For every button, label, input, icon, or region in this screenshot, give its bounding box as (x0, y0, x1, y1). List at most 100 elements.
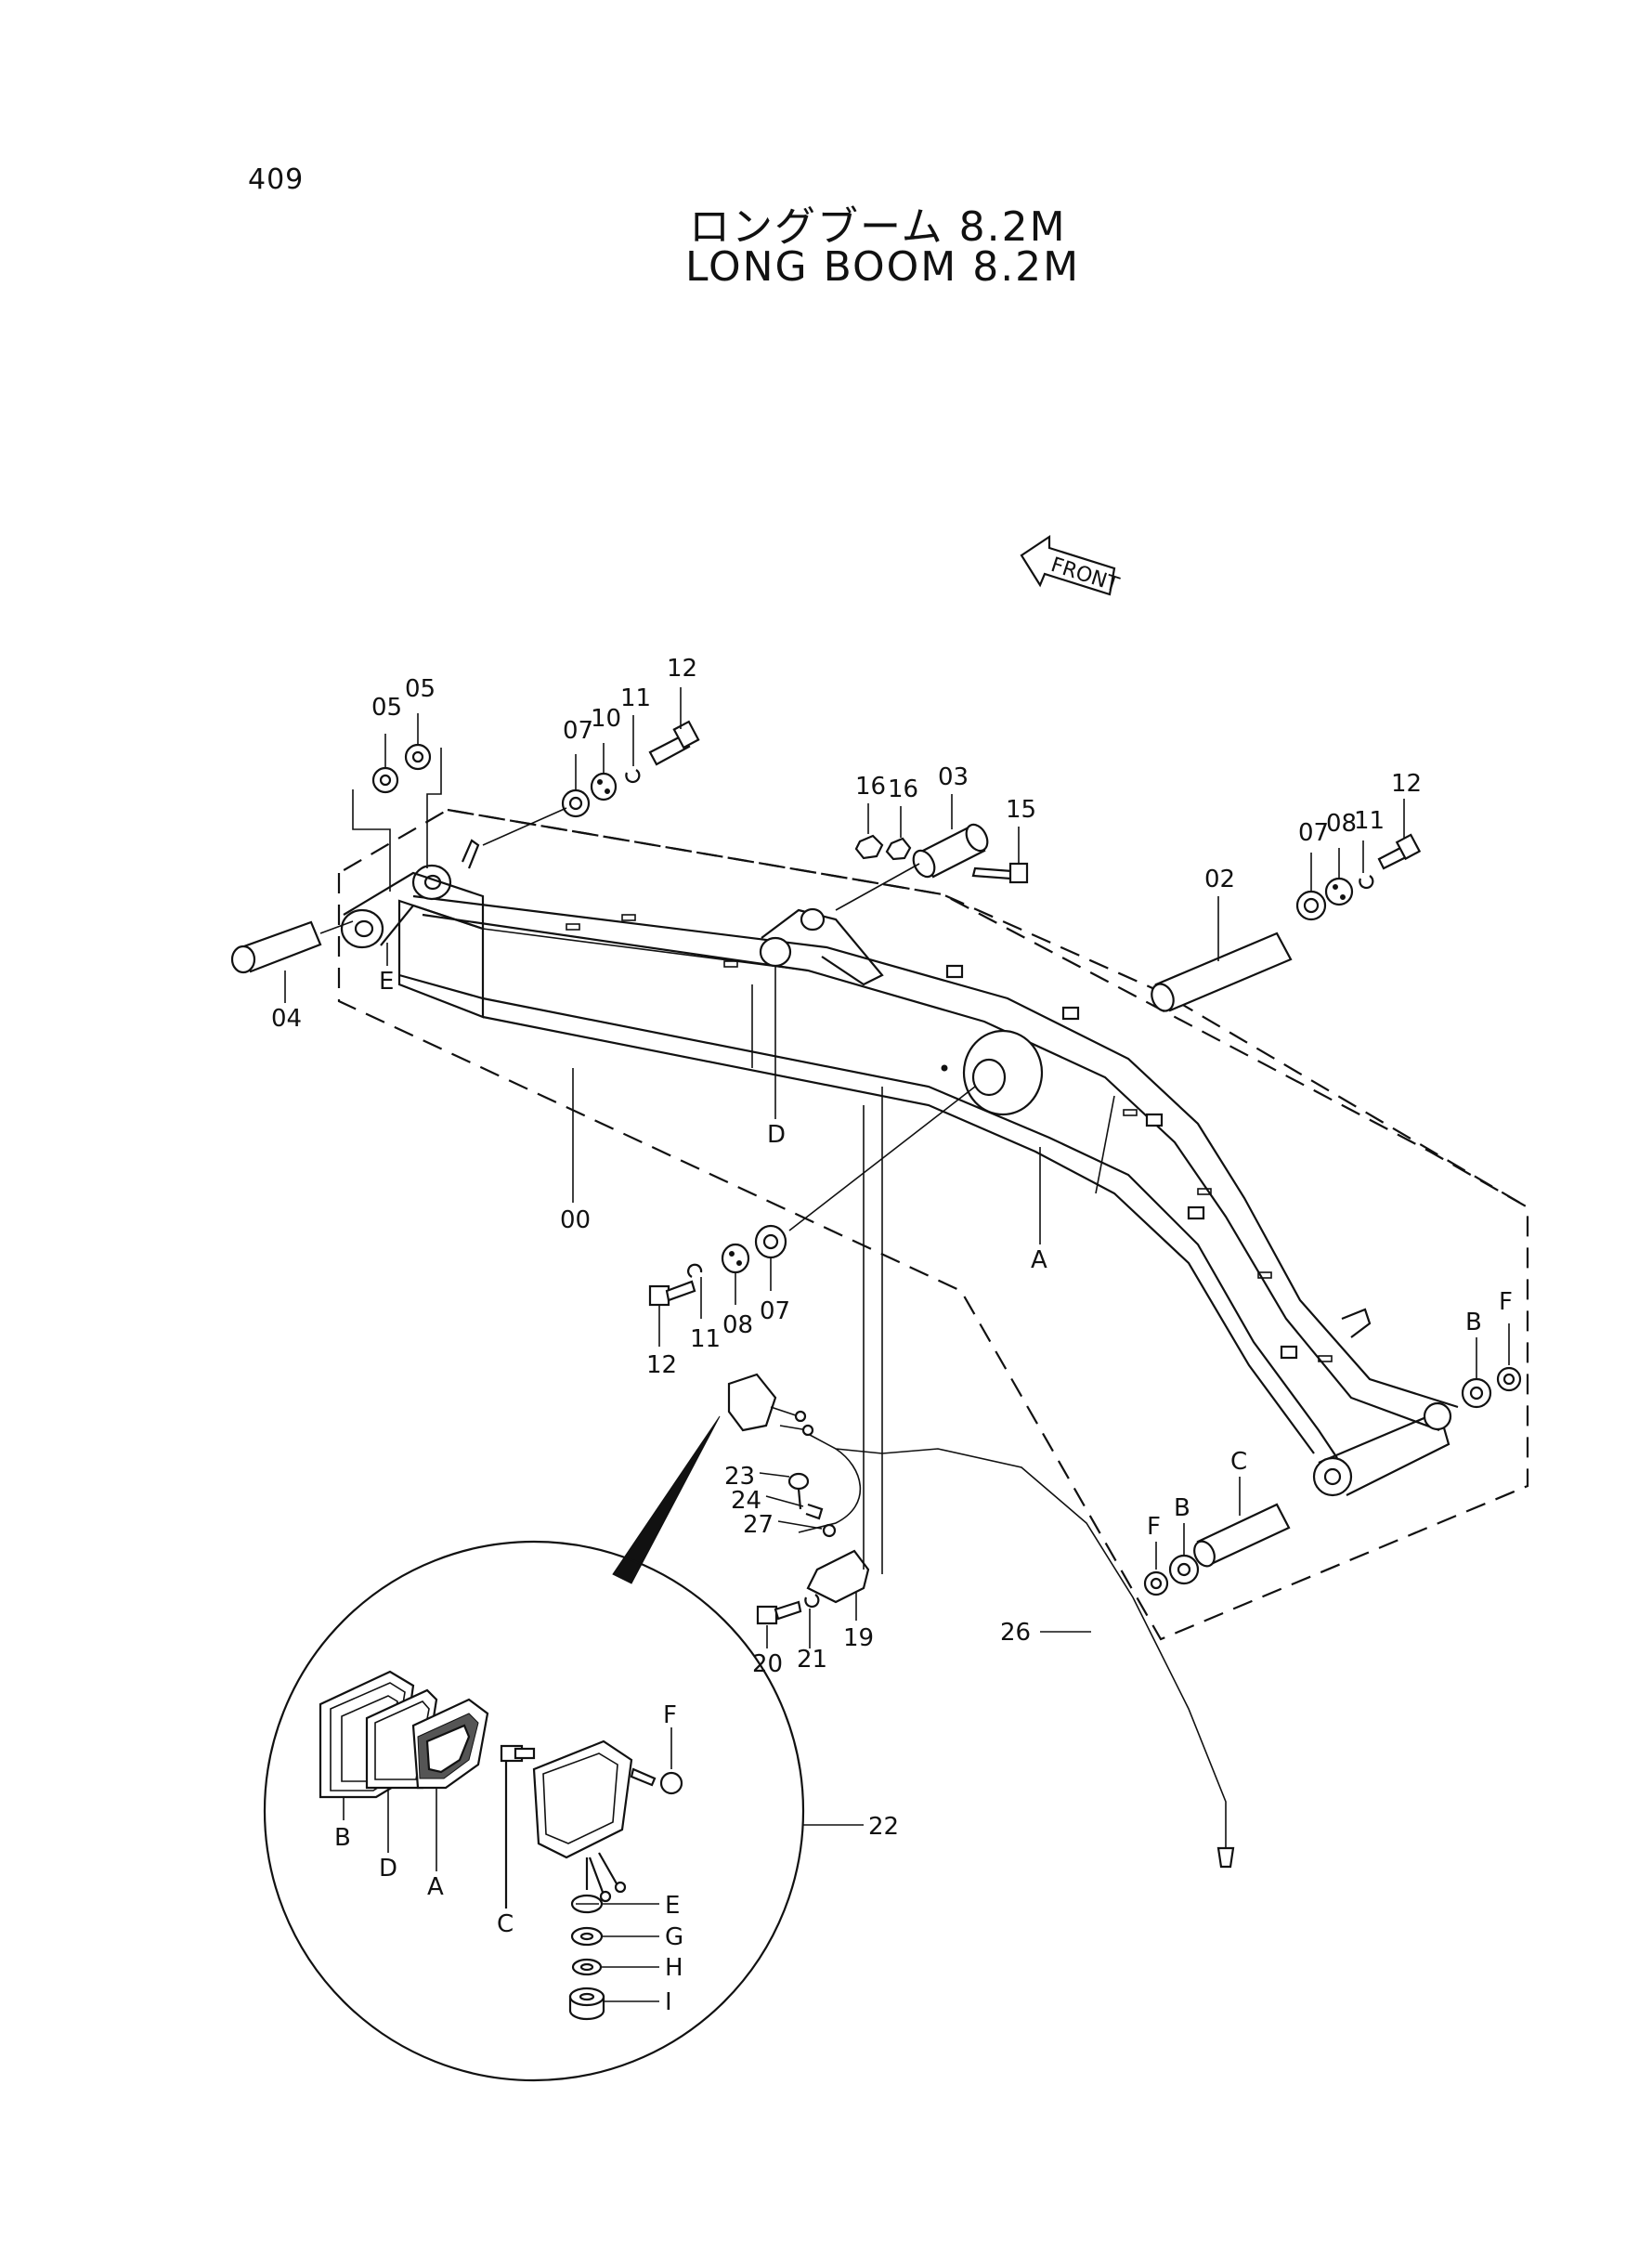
callout-07-right: 07 (1298, 819, 1329, 847)
callout-E-boom: E (379, 968, 394, 996)
callout-A-boom: A (1031, 1246, 1047, 1274)
clamp-27 (822, 1523, 837, 1538)
callout-11-right: 11 (1354, 807, 1385, 835)
bolt-12-lower (648, 1280, 696, 1307)
title-english: LONG BOOM 8.2M (685, 243, 1081, 291)
lamp-label-I: I (665, 1988, 672, 2016)
callout-16-a: 16 (855, 773, 886, 801)
callout-22: 22 (868, 1813, 899, 1841)
callout-03: 03 (938, 763, 969, 791)
callout-B-right: B (1465, 1309, 1482, 1336)
pin-04 (230, 920, 354, 974)
lamp-lens-A (411, 1698, 489, 1790)
title-japanese: ロングブーム 8.2M (689, 203, 1067, 251)
work-lamp-small (727, 1373, 814, 1437)
callout-20: 20 (752, 1650, 783, 1678)
bolt-12-top (648, 720, 700, 766)
callout-27: 27 (743, 1511, 774, 1539)
seal-07-right (1295, 890, 1327, 921)
bracket-19 (806, 1105, 870, 1604)
callout-11-lower: 11 (690, 1325, 721, 1353)
seal-F-lower (1143, 1570, 1169, 1596)
bushing-B-right (1461, 1377, 1492, 1409)
seal-07-top (561, 788, 591, 818)
callout-04: 04 (271, 1005, 302, 1033)
callout-12-top: 12 (667, 655, 697, 683)
lock-washer-11-right (1359, 875, 1374, 890)
callout-D-boom: D (767, 1121, 786, 1149)
callout-07-top: 07 (563, 717, 593, 745)
lamp-label-F: F (663, 1701, 677, 1729)
assembly-boundary (337, 808, 1529, 1641)
lamp-label-C: C (497, 1910, 514, 1938)
wire-harness (809, 1434, 1227, 1853)
callout-19: 19 (843, 1624, 874, 1652)
seal-07-lower (754, 1224, 787, 1259)
callout-21: 21 (797, 1646, 827, 1674)
callout-15: 15 (1006, 796, 1036, 824)
lamp-nut-I (568, 1987, 605, 2021)
lamp-washer-E (570, 1894, 604, 1914)
bolt-20 (756, 1600, 802, 1625)
plate-08-right (1324, 877, 1354, 906)
callout-24: 24 (731, 1487, 761, 1515)
washer-21 (804, 1594, 820, 1609)
callout-B-lower: B (1174, 1494, 1190, 1522)
lamp-label-D: D (379, 1855, 397, 1883)
callout-11-top: 11 (620, 684, 651, 712)
seal-F-right (1496, 1366, 1522, 1392)
cable-end-26 (1216, 1846, 1235, 1869)
bolt-12-right (1377, 833, 1422, 870)
lamp-screw-F (630, 1767, 683, 1795)
lock-washer-11-lower (687, 1263, 703, 1278)
callout-F-right: F (1499, 1288, 1513, 1316)
lamp-label-G: G (665, 1923, 683, 1951)
callout-08-right: 08 (1326, 810, 1357, 838)
callout-26: 26 (1000, 1619, 1031, 1647)
lamp-lock-washer-H (571, 1958, 603, 1976)
arm-cylinder-bracket (759, 907, 884, 986)
callout-16-b: 16 (888, 775, 918, 803)
washer-05-a (371, 766, 399, 794)
lamp-label-B: B (334, 1824, 351, 1852)
callout-05-b: 05 (405, 675, 436, 703)
boom-head (1312, 1308, 1452, 1497)
plate-10 (590, 772, 618, 801)
plate-08-lower (721, 1243, 750, 1274)
washer-05-b (404, 743, 432, 771)
detail-circle-22 (263, 1540, 805, 2082)
callout-C-pin: C (1230, 1448, 1247, 1476)
boom-foot-housing (340, 839, 485, 949)
detail-pointer (612, 1415, 721, 1584)
bushing-B-lower (1168, 1554, 1200, 1585)
lock-washer-11-top (625, 769, 641, 784)
lamp-housing (532, 1739, 633, 1903)
pin-C (1193, 1503, 1291, 1568)
front-arrow-icon: FRONT (1020, 534, 1122, 597)
lamp-washer-G (570, 1926, 604, 1947)
callout-07-lower: 07 (760, 1297, 790, 1325)
callout-08-lower: 08 (722, 1311, 753, 1339)
pin-02 (1151, 932, 1293, 1012)
boom-body (397, 894, 1459, 1459)
callout-00: 00 (560, 1206, 591, 1234)
callout-02: 02 (1204, 866, 1235, 893)
boom-cylinder-boss (941, 1029, 1044, 1116)
assembly-boundary-top (447, 808, 1528, 1208)
bolt-15 (971, 862, 1029, 884)
callout-23: 23 (724, 1463, 755, 1491)
lamp-label-E: E (665, 1892, 680, 1920)
page-number: 409 (248, 163, 305, 196)
clip-24 (805, 1503, 824, 1520)
callout-05-a: 05 (371, 694, 402, 722)
callout-12-right: 12 (1391, 770, 1422, 798)
lamp-label-H: H (665, 1954, 683, 1982)
lamp-label-A: A (427, 1873, 444, 1901)
nut-16-a (854, 834, 884, 860)
nut-16-b (885, 837, 912, 861)
callout-10: 10 (591, 705, 621, 733)
lamp-bulb-C (500, 1744, 536, 1909)
callout-F-lower: F (1147, 1513, 1161, 1541)
callout-12-lower: 12 (646, 1351, 677, 1379)
